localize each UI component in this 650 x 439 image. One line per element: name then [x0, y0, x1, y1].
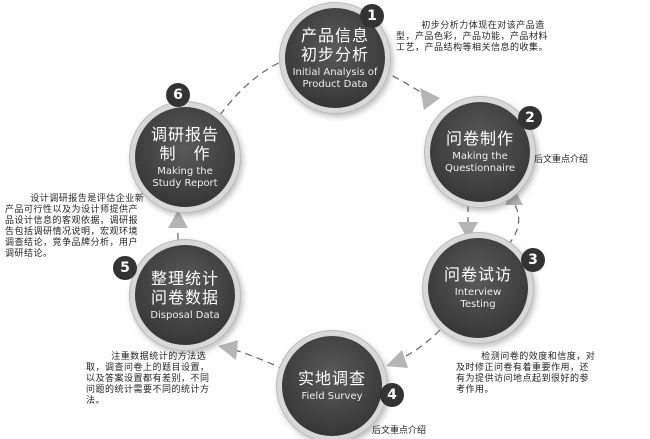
step-1-title-2: 初步分析	[300, 44, 369, 64]
step-1-badge: 1	[360, 4, 384, 28]
arrow-3-4	[397, 329, 441, 361]
step-5-node: 整理统计 问卷数据 Disposal Data	[135, 245, 235, 345]
tag-step-4: 后文重点介绍	[372, 426, 427, 436]
step-3-badge: 3	[521, 248, 545, 272]
step-6-title: 调研报告	[150, 124, 219, 144]
step-2-node: 问卷制作 Making the Questionnaire	[430, 102, 530, 202]
note-step-6: 设计调研报告是评估企业新产品可行性以及为设计师提供产品设计信息的客观依据，调研报…	[5, 194, 145, 259]
step-6-en-2: Study Report	[152, 177, 218, 189]
step-3-title: 问卷试访	[443, 265, 512, 284]
arrowhead-5-6	[168, 210, 188, 228]
arrowhead-3-2	[505, 188, 523, 205]
step-2-badge: 2	[518, 106, 542, 130]
note-step-5: 注重数据统计的方法选取，调查问卷上的题目设置，以及答案设置都有差别，不同问题的统…	[86, 352, 210, 406]
step-4-title: 实地调查	[297, 369, 366, 388]
note-step-3: 检测问卷的效度和信度，对及时修正问卷有着重要作用，还有为提供访问地点起到很好的参…	[456, 352, 596, 395]
step-2-en: Making the	[452, 151, 508, 162]
step-6-en: Making the	[157, 165, 213, 177]
tag-step-2: 后文重点介绍	[534, 155, 589, 165]
arrow-6-1	[219, 59, 286, 116]
step-4-en: Field Survey	[301, 391, 363, 402]
step-5-title: 整理统计	[150, 268, 219, 288]
arrow-3-2	[507, 204, 520, 246]
arrow-1-2	[381, 69, 426, 96]
step-3-en-2: Testing	[460, 299, 496, 310]
step-5-en: Disposal Data	[150, 309, 220, 321]
step-6-title-2: 制 作	[159, 143, 211, 163]
step-4-badge: 4	[380, 383, 404, 407]
step-1-title: 产品信息	[300, 25, 369, 45]
step-4-node: 实地调查 Field Survey	[282, 336, 382, 436]
step-6-node: 调研报告 制 作 Making the Study Report	[135, 107, 235, 207]
arrowhead-3-4	[386, 350, 408, 368]
arrow-4-5	[234, 349, 286, 371]
arrowhead-1-2	[420, 88, 440, 110]
step-6-badge: 6	[166, 83, 190, 107]
step-2-title: 问卷制作	[445, 129, 514, 148]
note-step-1: 初步分析力体现在对该产品造型，产品色彩，产品功能，产品材料工艺，产品结构等相关信…	[396, 21, 549, 53]
step-1-en-2: Product Data	[302, 78, 368, 90]
step-1-en: Initial Analysis of	[292, 66, 378, 78]
arrowhead-4-5	[218, 340, 238, 360]
step-5-title-2: 问卷数据	[150, 287, 219, 307]
step-5-badge: 5	[113, 256, 137, 280]
step-2-en-2: Questionnaire	[444, 163, 515, 174]
step-3-en: Interview	[454, 287, 502, 298]
step-3-node: 问卷试访 Interview Testing	[428, 238, 528, 338]
arrowhead-2-3	[458, 222, 478, 240]
